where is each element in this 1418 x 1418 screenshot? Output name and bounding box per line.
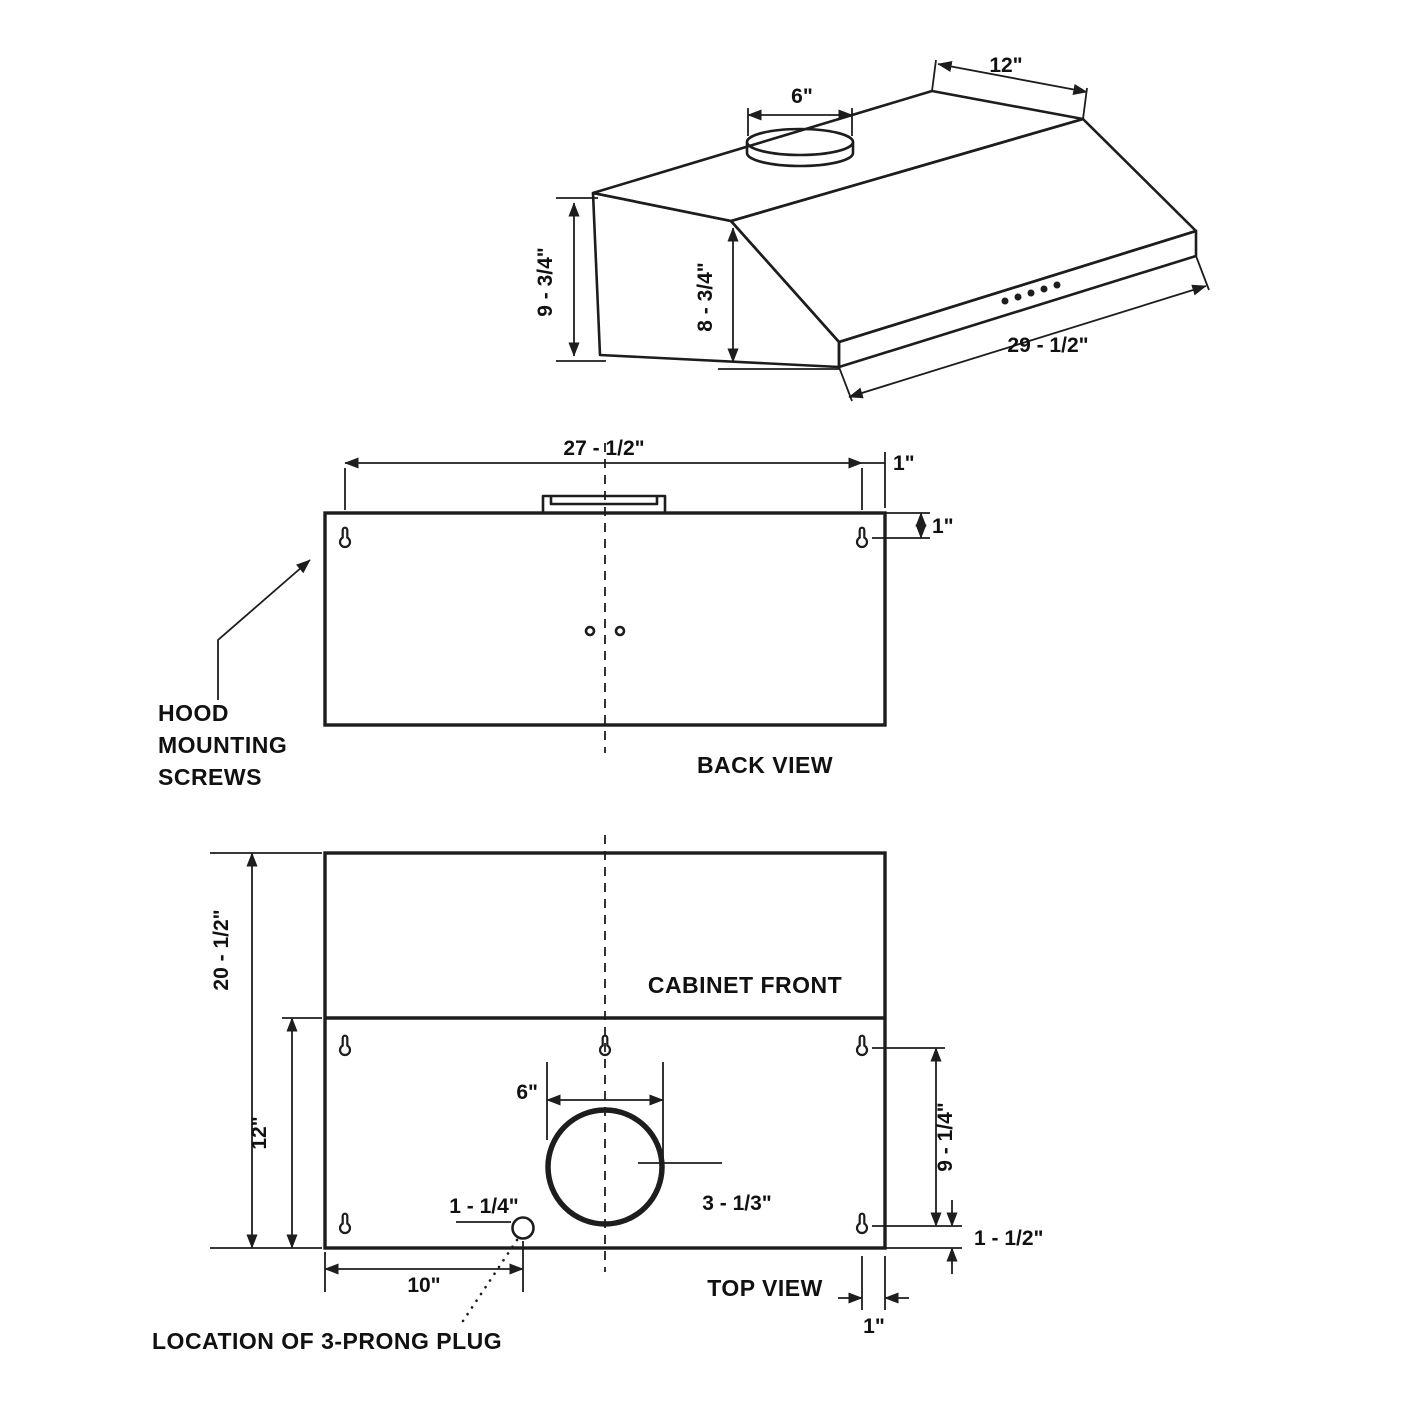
hood-front-slope (729, 117, 1198, 344)
note-line-3: SCREWS (158, 764, 262, 790)
dim-duct-offset: 3 - 1/3" (638, 1162, 772, 1215)
dim-hood-depth: 12" (248, 1017, 322, 1249)
plug-from-left-label: 10" (407, 1274, 440, 1297)
back-view: 27 - 1/2" 1" 1" BACK VIEW HOOD MOUNTING … (158, 437, 954, 790)
button-dot (1027, 289, 1035, 297)
screw-side-offset-label: 1" (863, 1315, 885, 1338)
dim-screw-span: 27 - 1/2" (344, 437, 863, 510)
center-hole (584, 625, 596, 637)
top-view-caption: TOP VIEW (707, 1275, 823, 1301)
hood-depth-label: 12" (248, 1116, 271, 1149)
mounting-keyhole (855, 1212, 869, 1235)
isometric-view: 6" 12" 9 - 3/4" 8 - 3/4" 29 - 1/2" (534, 54, 1210, 402)
dim-plug-from-left: 10" (324, 1241, 524, 1297)
dim-front-height: 8 - 3/4" (694, 227, 840, 370)
mounting-screws-note: HOOD MOUNTING SCREWS (158, 559, 311, 790)
plug-hole (511, 1216, 535, 1240)
front-height-label: 8 - 3/4" (694, 262, 717, 332)
note-line-2: MOUNTING (158, 732, 287, 758)
plug-note-leader (457, 1238, 519, 1329)
note-leader-arrow (217, 559, 311, 700)
top-depth-label: 12" (989, 54, 1022, 77)
plug-note-label: LOCATION OF 3-PRONG PLUG (152, 1328, 502, 1354)
center-hole (614, 625, 626, 637)
duct-collar-side (745, 142, 855, 168)
mounting-keyhole (855, 526, 869, 549)
button-dot (1040, 285, 1048, 293)
button-dot (1014, 293, 1022, 301)
back-view-caption: BACK VIEW (697, 752, 833, 778)
duct-mount-bracket (541, 494, 667, 513)
top-view: CABINET FRONT 20 - 1/2" 12" 6" 3 - 1/3" (152, 835, 1044, 1354)
plug-diameter-label: 1 - 1/4" (449, 1195, 519, 1218)
duct-offset-label: 3 - 1/3" (702, 1192, 772, 1215)
button-dot (1001, 297, 1009, 305)
dim-screw-top-offset: 1" (872, 512, 954, 539)
screw-span-label: 27 - 1/2" (563, 437, 644, 460)
overall-depth-label: 20 - 1/2" (210, 909, 233, 990)
button-dot (1053, 281, 1061, 289)
back-height-label: 9 - 3/4" (534, 247, 557, 317)
dim-duct-diameter: 6" (747, 85, 853, 136)
dim-plug-diameter: 1 - 1/4" (449, 1195, 519, 1223)
hood-left-end-cap (591, 191, 841, 369)
screw-side-offset-label: 1" (893, 452, 915, 475)
bottom-width-label: 29 - 1/2" (1007, 334, 1088, 357)
mounting-keyhole (338, 526, 352, 549)
screw-back-offset-label: 1 - 1/2" (974, 1227, 1044, 1250)
plug-note: LOCATION OF 3-PRONG PLUG (152, 1238, 519, 1354)
screw-row-span-label: 9 - 1/4" (934, 1102, 957, 1172)
dim-screw-back-offset: 1 - 1/2" (885, 1200, 1044, 1274)
cabinet-front-label: CABINET FRONT (648, 972, 842, 998)
mounting-keyhole (855, 1034, 869, 1057)
duct-diameter-label: 6" (791, 85, 813, 108)
mounting-keyhole (338, 1034, 352, 1057)
duct-hole-diameter-label: 6" (516, 1081, 538, 1104)
mounting-keyhole (338, 1212, 352, 1235)
dim-screw-side-offset: 1" (838, 1256, 909, 1338)
hood-top-face (591, 89, 1085, 223)
dim-bottom-width: 29 - 1/2" (838, 255, 1210, 402)
dim-top-depth: 12" (931, 54, 1088, 120)
dim-overall-depth: 20 - 1/2" (210, 852, 322, 1249)
note-line-1: HOOD (158, 700, 229, 726)
dim-duct-hole-diameter: 6" (516, 1062, 664, 1163)
duct-hole (545, 1107, 665, 1227)
dim-back-height: 9 - 3/4" (534, 197, 606, 362)
dim-screw-row-span: 9 - 1/4" (872, 1047, 962, 1227)
dim-screw-side-offset: 1" (862, 452, 915, 508)
screw-top-offset-label: 1" (932, 515, 954, 538)
